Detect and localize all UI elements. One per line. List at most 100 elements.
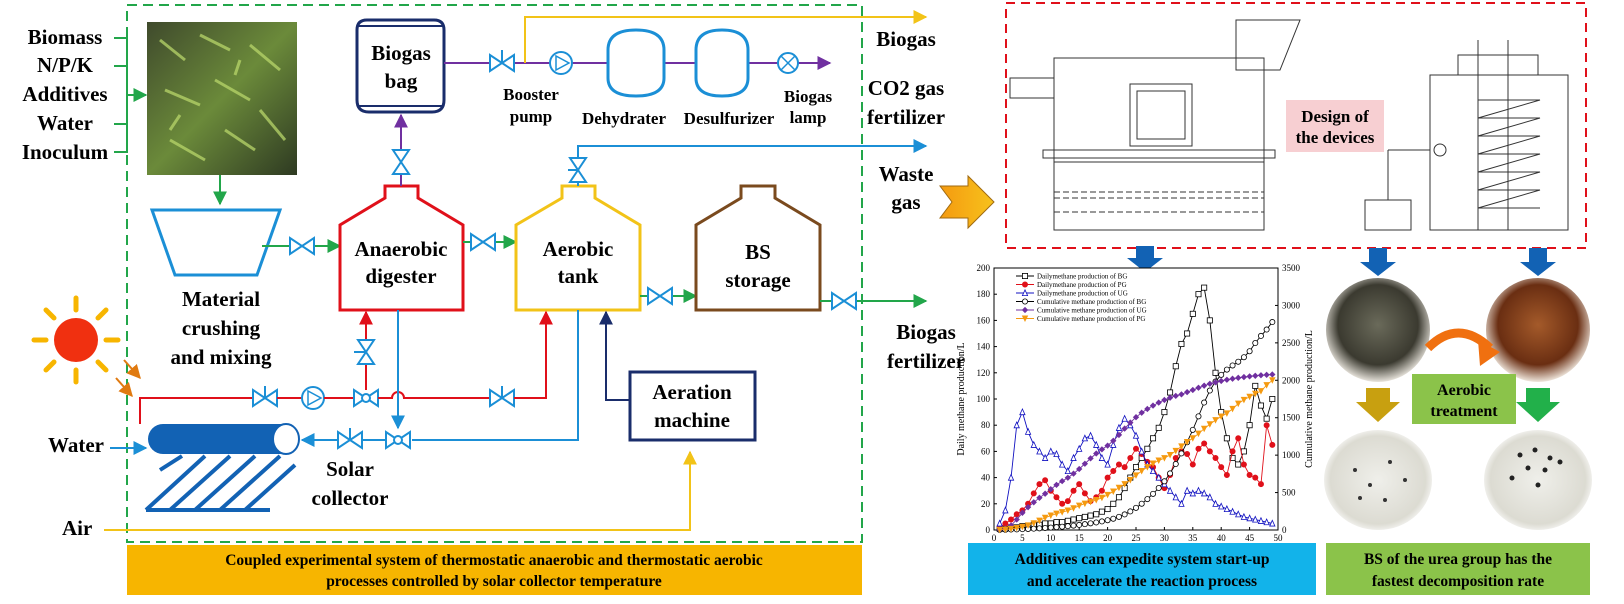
series-point-1 bbox=[1195, 445, 1202, 452]
three-way-valve-hot bbox=[353, 388, 379, 408]
down-arrow-chart bbox=[1127, 246, 1163, 272]
series-point-3 bbox=[1161, 478, 1168, 485]
series-point-3 bbox=[1223, 366, 1230, 373]
aeration-label-1: Aeration bbox=[652, 380, 732, 404]
valve-hot-up bbox=[354, 339, 376, 365]
series-point-4 bbox=[1019, 509, 1026, 516]
series-point-3 bbox=[1036, 525, 1043, 532]
water-label: Water bbox=[48, 433, 104, 457]
series-point-5 bbox=[1246, 393, 1253, 401]
x-tick-label: 0 bbox=[992, 533, 997, 543]
x-tick-label: 20 bbox=[1103, 533, 1113, 543]
series-point-0 bbox=[1070, 516, 1077, 523]
series-point-4 bbox=[1252, 372, 1259, 379]
series-point-1 bbox=[1252, 474, 1259, 481]
material-crushing-label-1: Material bbox=[182, 287, 260, 311]
series-point-0 bbox=[1167, 389, 1174, 396]
series-point-3 bbox=[1155, 485, 1162, 492]
series-point-0 bbox=[1150, 435, 1157, 442]
output-biogas-fert-1: Biogas bbox=[896, 320, 956, 344]
series-point-1 bbox=[1110, 468, 1117, 475]
valve-2 bbox=[470, 232, 496, 252]
series-point-3 bbox=[1167, 470, 1174, 477]
y-tick-label: 140 bbox=[977, 342, 991, 352]
output-biogas-fert-2: fertilizer bbox=[887, 349, 965, 373]
bs-storage-label-2: storage bbox=[725, 268, 790, 292]
series-point-1 bbox=[1201, 440, 1208, 447]
series-point-1 bbox=[1030, 490, 1037, 497]
series-point-0 bbox=[1178, 340, 1185, 347]
series-point-3 bbox=[1195, 413, 1202, 420]
series-point-2 bbox=[1041, 453, 1049, 461]
x-tick-label: 45 bbox=[1245, 533, 1255, 543]
series-point-5 bbox=[1200, 425, 1208, 433]
series-point-3 bbox=[1053, 524, 1060, 531]
biogas-bag: Biogas bag bbox=[355, 18, 446, 114]
series-point-5 bbox=[1036, 517, 1043, 525]
series-point-3 bbox=[1064, 523, 1071, 530]
series-point-3 bbox=[1218, 371, 1225, 378]
series-point-3 bbox=[1093, 519, 1100, 526]
series-point-5 bbox=[1240, 396, 1248, 404]
series-point-1 bbox=[1189, 461, 1196, 468]
aerobic-treatment-1: Aerobic bbox=[1437, 382, 1491, 399]
anaerobic-label-1: Anaerobic bbox=[355, 237, 448, 261]
series-point-0 bbox=[1161, 409, 1168, 416]
series-point-4 bbox=[1087, 455, 1094, 462]
y-axis-label: Daily methane production/L bbox=[956, 342, 967, 455]
series-point-3 bbox=[1081, 521, 1088, 528]
series-point-5 bbox=[1075, 502, 1083, 510]
caption-left-line-2: processes controlled by solar collector … bbox=[326, 573, 662, 590]
y2-tick-label: 3500 bbox=[1282, 263, 1301, 273]
series-point-4 bbox=[1053, 481, 1060, 489]
x-tick-label: 40 bbox=[1217, 533, 1227, 543]
series-point-1 bbox=[1127, 454, 1134, 461]
series-point-2 bbox=[1087, 431, 1094, 439]
series-point-4 bbox=[1189, 386, 1196, 394]
legend-marker-0 bbox=[1022, 272, 1029, 279]
series-point-5 bbox=[1252, 390, 1259, 398]
valve-1 bbox=[289, 236, 315, 256]
y2-tick-label: 1000 bbox=[1282, 450, 1301, 460]
series-point-5 bbox=[1195, 430, 1202, 438]
series-point-0 bbox=[1263, 415, 1270, 422]
y2-tick-label: 0 bbox=[1282, 525, 1287, 535]
series-point-0 bbox=[1087, 512, 1094, 519]
valve-4 bbox=[831, 291, 857, 311]
series-point-1 bbox=[1013, 511, 1020, 518]
y-tick-label: 160 bbox=[977, 315, 991, 325]
series-point-3 bbox=[1229, 362, 1236, 369]
series-point-0 bbox=[1229, 454, 1236, 461]
series-point-1 bbox=[1042, 477, 1049, 484]
series-point-3 bbox=[1047, 524, 1054, 531]
y2-tick-label: 500 bbox=[1282, 488, 1296, 498]
series-point-5 bbox=[1104, 491, 1111, 499]
series-point-2 bbox=[1240, 512, 1248, 520]
series-point-0 bbox=[1172, 363, 1179, 370]
series-point-4 bbox=[1269, 371, 1276, 378]
series-point-4 bbox=[1041, 490, 1049, 497]
series-point-5 bbox=[1115, 484, 1123, 492]
series-point-2 bbox=[1075, 444, 1083, 452]
valve-offgas bbox=[568, 157, 588, 183]
series-point-2 bbox=[1200, 489, 1208, 497]
series-point-2 bbox=[1149, 466, 1157, 475]
valve-bag bbox=[391, 149, 411, 175]
series-point-0 bbox=[1246, 422, 1253, 429]
series-point-4 bbox=[1013, 516, 1020, 523]
series-point-1 bbox=[1008, 516, 1015, 523]
biogas-lamp-label-2: lamp bbox=[790, 108, 827, 127]
series-point-0 bbox=[1110, 500, 1117, 507]
series-point-5 bbox=[1092, 497, 1100, 504]
series-point-5 bbox=[1161, 455, 1168, 462]
valve-hot-2 bbox=[489, 386, 515, 408]
y-tick-label: 100 bbox=[977, 394, 991, 404]
anaerobic-label-2: digester bbox=[365, 264, 436, 288]
series-point-5 bbox=[1189, 435, 1197, 442]
solar-collector-label-1: Solar bbox=[326, 457, 374, 481]
series-point-2 bbox=[1263, 518, 1270, 526]
series-point-4 bbox=[1058, 477, 1066, 485]
series-point-3 bbox=[1138, 500, 1145, 507]
series-point-4 bbox=[1183, 388, 1191, 396]
